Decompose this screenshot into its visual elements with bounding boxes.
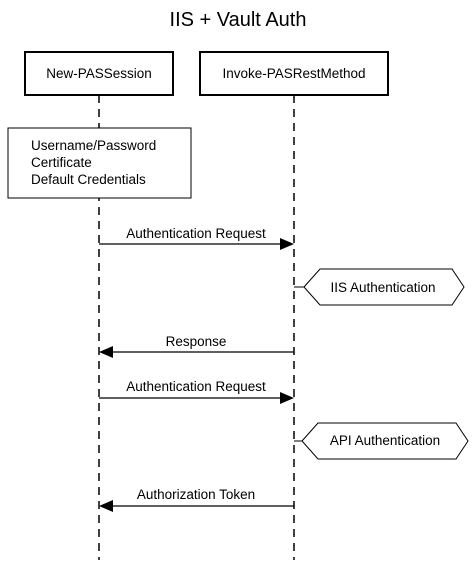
action-label: IIS Authentication: [330, 280, 435, 295]
message-authorization-token: Authorization Token: [99, 487, 294, 512]
message-label: Authentication Request: [126, 226, 266, 241]
note-line: Certificate: [31, 155, 92, 170]
action-api-authentication: API Authentication: [294, 422, 469, 460]
participant-invoke-pasrestmethod: Invoke-PASRestMethod: [199, 51, 389, 96]
participant-new-passession: New-PASSession: [24, 51, 174, 96]
message-label: Response: [166, 334, 227, 349]
note-line: Username/Password: [31, 138, 156, 153]
action-iis-authentication: IIS Authentication: [294, 268, 465, 306]
arrowhead-right-icon: [280, 392, 294, 404]
message-label: Authentication Request: [126, 379, 266, 394]
diagram-title: IIS + Vault Auth: [170, 9, 307, 31]
message-authentication-request-1: Authentication Request: [99, 226, 294, 250]
participant-label: New-PASSession: [46, 66, 152, 81]
action-label: API Authentication: [330, 433, 440, 448]
arrowhead-left-icon: [99, 346, 113, 358]
message-label: Authorization Token: [137, 487, 255, 502]
participant-label: Invoke-PASRestMethod: [222, 66, 365, 81]
arrowhead-left-icon: [99, 500, 113, 512]
message-response: Response: [99, 334, 294, 358]
note-line: Default Credentials: [31, 172, 146, 187]
arrowhead-right-icon: [280, 238, 294, 250]
message-authentication-request-2: Authentication Request: [99, 379, 294, 404]
credentials-note: Username/Password Certificate Default Cr…: [7, 127, 192, 199]
